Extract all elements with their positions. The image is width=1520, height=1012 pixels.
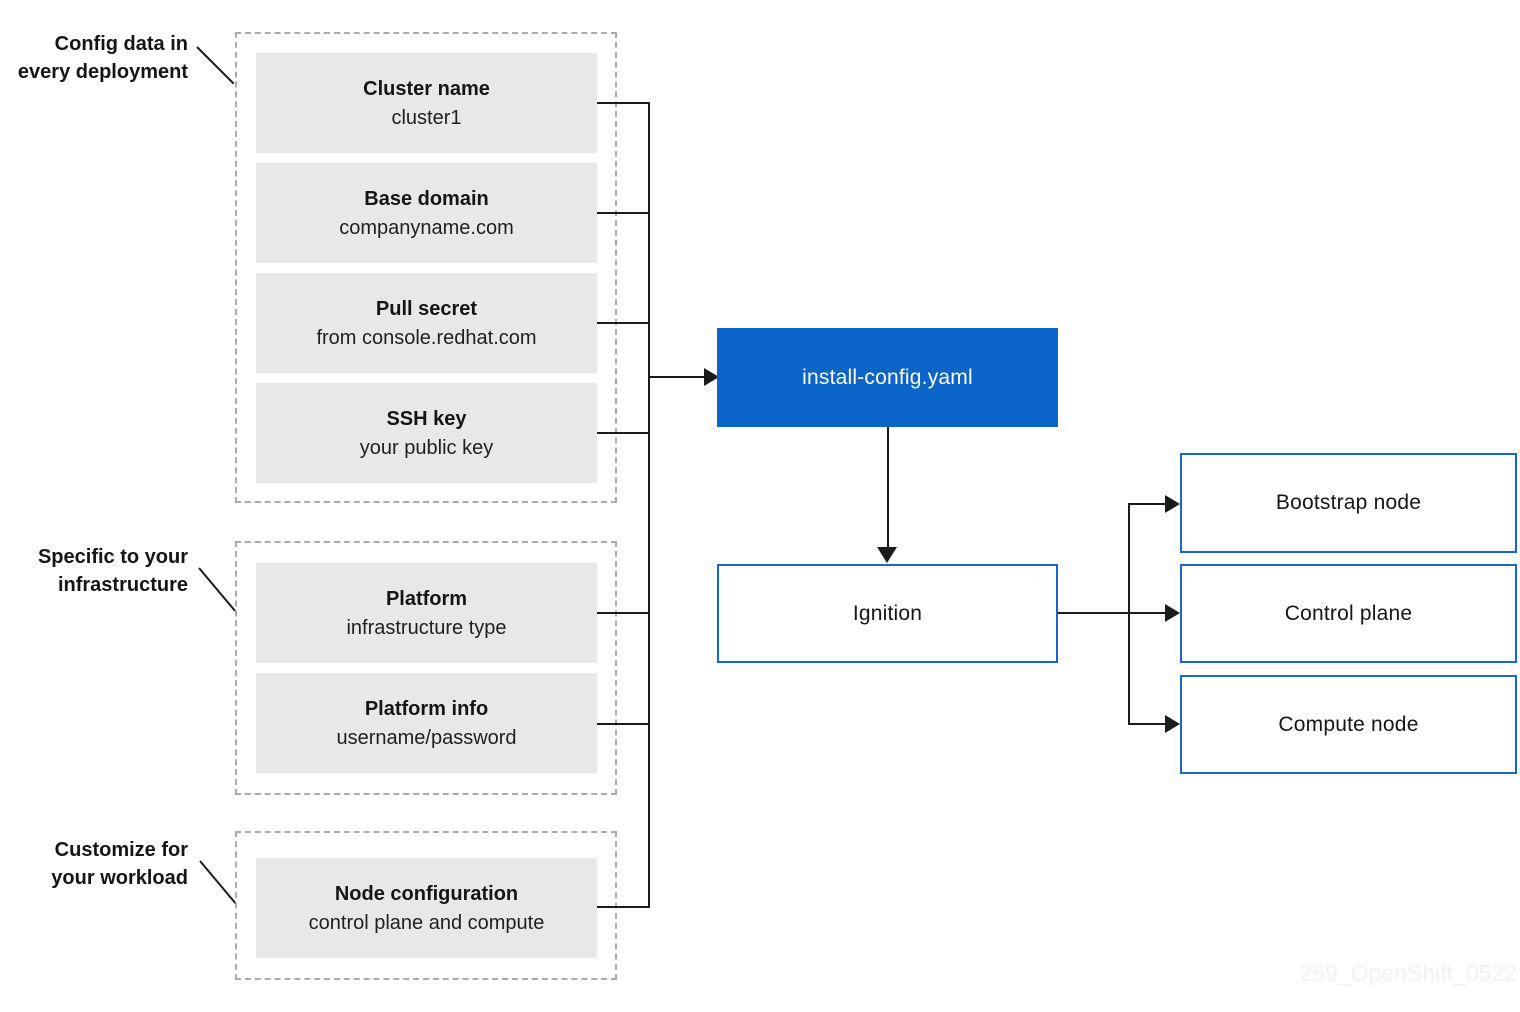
box-subtitle: username/password: [336, 726, 517, 749]
callout-line-1: [196, 46, 235, 85]
box-title: Base domain: [364, 187, 489, 210]
annotation-config-data: Config data in every deployment: [0, 30, 188, 86]
group-infrastructure: [235, 541, 617, 795]
ignition-label: Ignition: [852, 601, 923, 625]
annotation-line: every deployment: [17, 61, 188, 83]
annotation-line: Customize for: [54, 839, 188, 861]
box-title: Cluster name: [363, 77, 490, 100]
callout-line-3: [199, 860, 237, 905]
box-pull-secret: Pull secret from console.redhat.com: [256, 273, 597, 373]
arrowhead-to-ignition: [877, 547, 897, 563]
box-subtitle: infrastructure type: [346, 616, 507, 639]
connector-platform-info: [597, 723, 650, 725]
node-label: Control plane: [1284, 601, 1413, 625]
watermark: 259_OpenShift_0522: [1299, 960, 1517, 986]
connector-ssh-key: [597, 432, 650, 434]
connector-trunk: [648, 102, 650, 908]
node-label: Compute node: [1278, 712, 1419, 736]
arrowhead-to-control-plane: [1165, 604, 1180, 622]
connector-platform: [597, 612, 650, 614]
box-title: Platform: [385, 587, 468, 610]
annotation-specific-infra: Specific to your infrastructure: [0, 543, 188, 599]
annotation-line: Specific to your: [37, 546, 188, 568]
node-control-plane: Control plane: [1180, 564, 1517, 663]
box-title: Platform info: [364, 697, 489, 720]
node-label: Bootstrap node: [1275, 491, 1422, 514]
annotation-line: Config data in: [54, 33, 188, 55]
install-config-box: install-config.yaml: [717, 328, 1058, 427]
arrowhead-to-compute: [1165, 715, 1180, 733]
box-node-configuration: Node configuration control plane and com…: [256, 858, 597, 958]
box-subtitle: from console.redhat.com: [316, 326, 537, 349]
install-config-label: install-config.yaml: [802, 365, 973, 389]
box-subtitle: cluster1: [391, 106, 462, 129]
annotation-line: infrastructure: [57, 574, 188, 596]
annotation-line: your workload: [51, 867, 188, 889]
box-subtitle: control plane and compute: [308, 911, 545, 934]
box-subtitle: your public key: [359, 436, 494, 459]
node-compute: Compute node: [1180, 675, 1517, 774]
box-title: Node configuration: [334, 882, 519, 905]
ignition-box: Ignition: [717, 564, 1058, 663]
box-title: SSH key: [386, 407, 467, 430]
arrow-shaft-to-compute: [1128, 723, 1165, 725]
arrow-shaft-to-bootstrap: [1128, 503, 1165, 505]
box-platform: Platform infrastructure type: [256, 563, 597, 663]
node-bootstrap: Bootstrap node: [1180, 453, 1517, 553]
arrow-shaft-to-ignition: [887, 427, 889, 547]
annotation-customize-workload: Customize for your workload: [0, 836, 188, 892]
box-title: Pull secret: [375, 297, 478, 320]
arrowhead-to-install-config: [704, 368, 719, 386]
box-cluster-name: Cluster name cluster1: [256, 53, 597, 153]
connector-pull-secret: [597, 322, 650, 324]
box-subtitle: companyname.com: [339, 216, 514, 239]
connector-branch-vertical: [1128, 504, 1130, 725]
callout-line-2: [198, 567, 236, 612]
connector-base-domain: [597, 212, 650, 214]
box-ssh-key: SSH key your public key: [256, 383, 597, 483]
arrow-shaft-to-install-config: [648, 376, 704, 378]
arrow-shaft-ignition-to-control-plane: [1058, 612, 1165, 614]
connector-node-configuration: [597, 906, 650, 908]
box-platform-info: Platform info username/password: [256, 673, 597, 773]
arrowhead-to-bootstrap: [1165, 495, 1180, 513]
connector-cluster-name: [597, 102, 650, 104]
box-base-domain: Base domain companyname.com: [256, 163, 597, 263]
group-config-data: [235, 32, 617, 503]
group-workload: [235, 831, 617, 980]
